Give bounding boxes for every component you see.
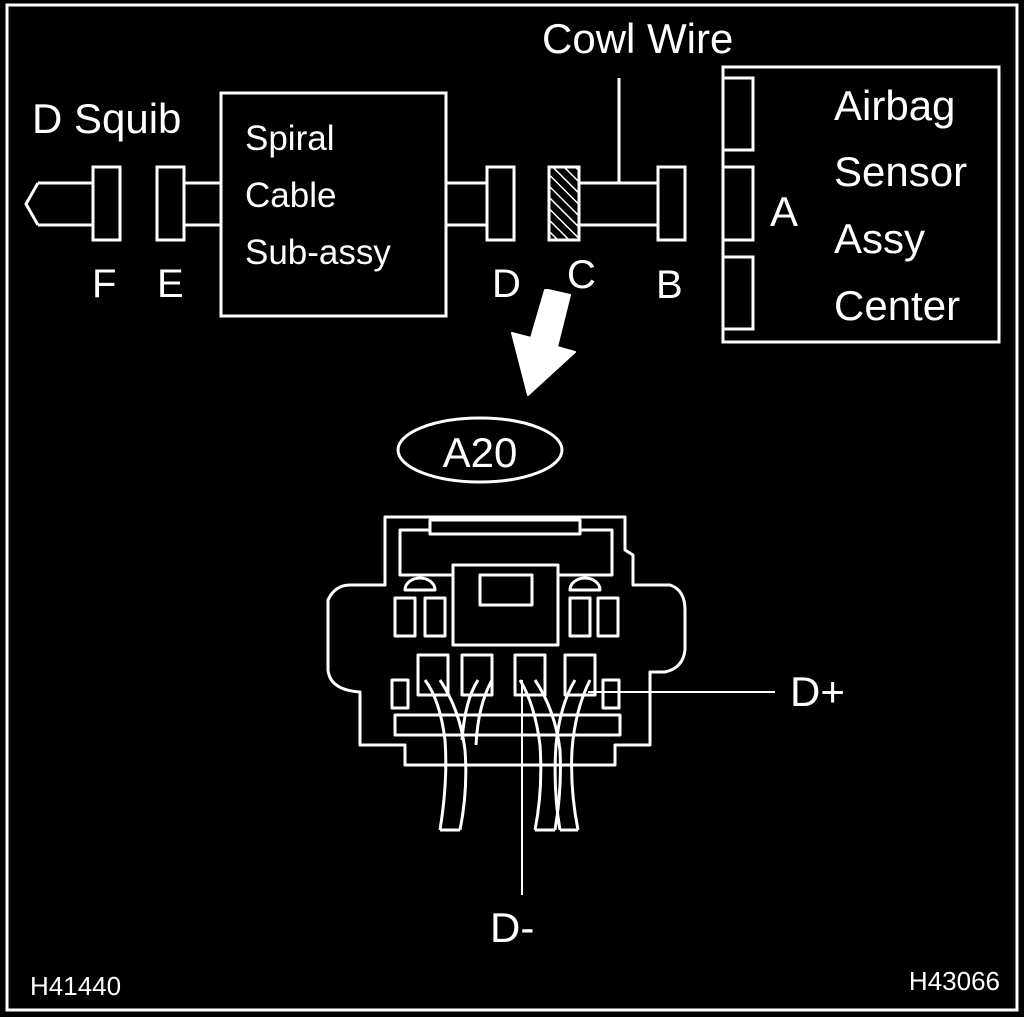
- connector-b-label: B: [656, 263, 683, 307]
- connector-wires: [423, 679, 592, 832]
- squib-wire: [24, 181, 93, 227]
- cowl-wire-line: [579, 78, 658, 227]
- connector-b: [656, 165, 687, 242]
- d-squib-label: D Squib: [32, 95, 181, 142]
- d-minus-label: D-: [490, 904, 534, 951]
- connector-d-label: D: [492, 262, 521, 306]
- airbag-label-4: Center: [834, 282, 960, 329]
- reference-code-right: H43066: [909, 966, 1000, 996]
- airbag-label-2: Sensor: [834, 148, 967, 195]
- connector-a-label: A: [770, 188, 798, 235]
- e-to-spiral-wire: [184, 181, 221, 227]
- connector-f: [91, 165, 122, 242]
- spiral-label-1: Spiral: [245, 119, 334, 158]
- connector-f-label: F: [92, 262, 116, 306]
- d-plus-label: D+: [790, 668, 845, 715]
- connector-id-label: A20: [443, 429, 518, 476]
- connector-c: [547, 165, 581, 242]
- pointer-arrow: [511, 289, 576, 396]
- reference-code-left: H41440: [30, 971, 121, 1001]
- spiral-cable-box: [219, 91, 448, 318]
- spiral-label-2: Cable: [245, 176, 336, 215]
- spiral-to-d-wire: [446, 181, 487, 227]
- cowl-wire-label: Cowl Wire: [542, 15, 733, 62]
- connector-e-label: E: [157, 262, 184, 306]
- airbag-sensor-box: [721, 65, 1001, 344]
- spiral-label-3: Sub-assy: [245, 233, 391, 272]
- connector-d: [485, 165, 516, 242]
- sensor-port-1: [721, 76, 755, 152]
- connector-a20-drawing: [326, 515, 687, 767]
- connector-id-oval: [396, 416, 564, 484]
- diagram-frame: [5, 3, 1019, 1012]
- sensor-port-3: [721, 255, 755, 331]
- connector-e: [155, 165, 186, 242]
- connector-c-label: C: [567, 253, 596, 297]
- airbag-label-1: Airbag: [834, 82, 955, 129]
- sensor-port-2: [721, 165, 755, 242]
- airbag-label-3: Assy: [834, 215, 925, 262]
